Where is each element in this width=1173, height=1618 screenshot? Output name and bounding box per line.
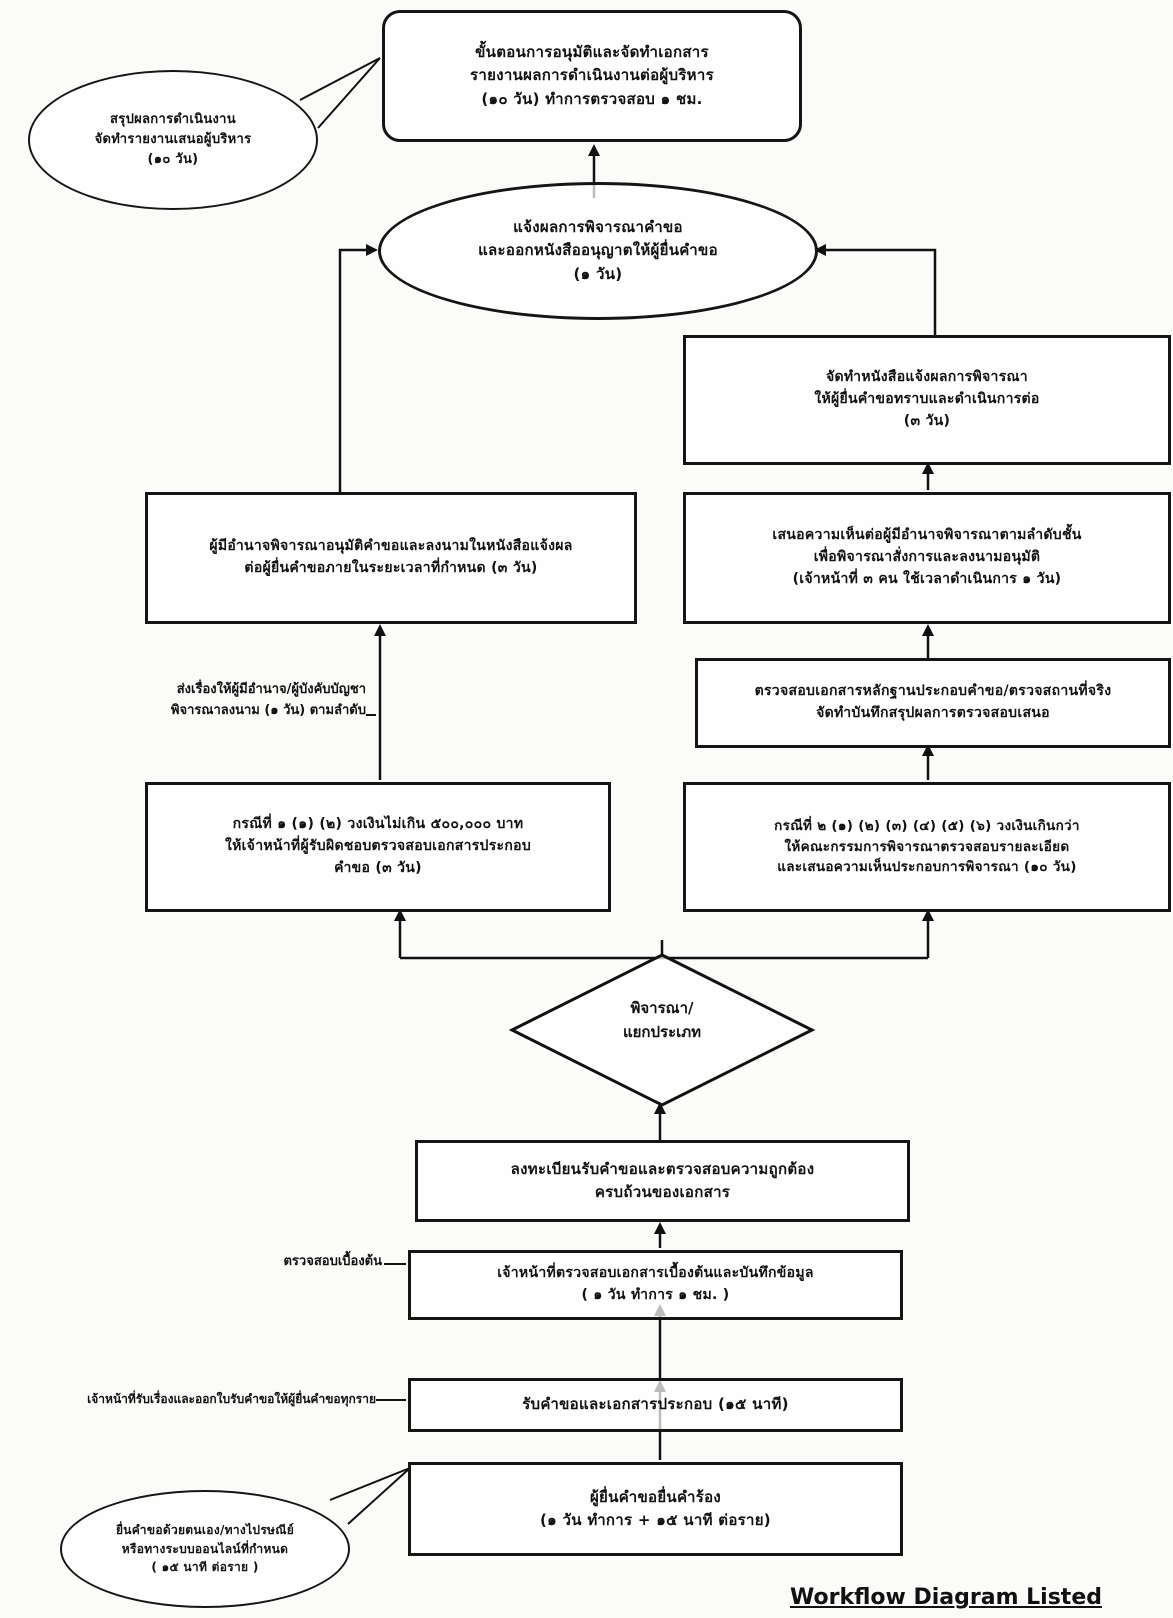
right-to-ellipse (814, 244, 937, 335)
authority-note-line-1: ส่งเรื่องให้ผู้มีอำนาจ/ผู้บังคับบัญชา (176, 682, 366, 697)
summary-callout-line-1: สรุปผลการดำเนินงาน (110, 111, 236, 127)
register-line-1: ลงทะเบียนรับคำขอและตรวจสอบความถูกต้อง (510, 1159, 815, 1178)
opinion-line-2: เพื่อพิจารณาสั่งการและลงนามอนุมัติ (813, 549, 1041, 566)
authority-note-line-2: พิจารณาลงนาม (๑ วัน) ตามลำดับ (170, 702, 366, 718)
case-one-line-3: คำขอ (๓ วัน) (334, 859, 422, 876)
left-to-ellipse (338, 244, 378, 492)
authority-line-1: ผู้มีอำนาจพิจารณาอนุมัติคำขอและลงนามในหน… (209, 538, 573, 555)
check-note: ตรวจสอบเบื้องต้น (250, 1252, 382, 1273)
right-notice-line-2: ให้ผู้ยื่นคำขอทราบและดำเนินการต่อ (814, 391, 1040, 408)
check-line-1: เจ้าหน้าที่ตรวจสอบเอกสารเบื้องต้นและบันท… (497, 1265, 814, 1282)
bottom-bubble-tail (329, 1467, 411, 1525)
start-line-2: (๑ วัน ทำการ + ๑๕ นาที ต่อราย) (540, 1511, 771, 1529)
opinion-proposal-box: เสนอความเห็นต่อผู้มีอำนาจพิจารณาตามลำดับ… (683, 492, 1171, 624)
receive-note: เจ้าหน้าที่รับเรื่องและออกใบรับคำขอให้ผู… (20, 1390, 376, 1409)
opinion-line-3: (เจ้าหน้าที่ ๓ คน ใช้เวลาดำเนินการ ๑ วัน… (792, 570, 1062, 587)
decision-diamond (508, 953, 816, 1107)
start-line-1: ผู้ยื่นคำขอยื่นคำร้อง (589, 1487, 722, 1506)
right-notice-line-3: (๓ วัน) (903, 412, 951, 429)
notify-line-2: และออกหนังสืออนุญาตให้ผู้ยื่นคำขอ (478, 241, 718, 260)
document-inspection-box: ตรวจสอบเอกสารหลักฐานประกอบคำขอ/ตรวจสถานท… (695, 658, 1171, 748)
receive-request-box: รับคำขอและเอกสารประกอบ (๑๕ นาที) (408, 1378, 903, 1432)
summary-callout: สรุปผลการดำเนินงาน จัดทำรายงานเสนอผู้บริ… (28, 70, 318, 210)
notify-line-1: แจ้งผลการพิจารณาคำขอ (513, 218, 683, 237)
top-bubble-tail (299, 57, 381, 129)
right-notice-box: จัดทำหนังสือแจ้งผลการพิจารณา ให้ผู้ยื่นค… (683, 335, 1171, 465)
diagram-title: Workflow Diagram Listed (790, 1585, 1102, 1610)
summary-callout-line-2: จัดทำรายงานเสนอผู้บริหาร (94, 131, 252, 147)
case-two-line-2: ให้คณะกรรมการพิจารณาตรวจสอบรายละเอียด (784, 838, 1070, 855)
case-two-line-1: กรณีที่ ๒ (๑) (๒) (๓) (๔) (๕) (๖) วงเงิน… (774, 817, 1080, 834)
decision-line-1: พิจารณา/ (630, 999, 694, 1017)
inspection-line-2: จัดทำบันทึกสรุปผลการตรวจสอบเสนอ (816, 705, 1050, 721)
case-one-line-1: กรณีที่ ๑ (๑) (๒) วงเงินไม่เกิน ๕๐๐,๐๐๐ … (232, 816, 524, 833)
initial-check-box: เจ้าหน้าที่ตรวจสอบเอกสารเบื้องต้นและบันท… (408, 1250, 903, 1320)
case-one-box: กรณีที่ ๑ (๑) (๒) วงเงินไม่เกิน ๕๐๐,๐๐๐ … (145, 782, 611, 912)
right-notice-line-1: จัดทำหนังสือแจ้งผลการพิจารณา (826, 369, 1028, 386)
channel-line-1: ยื่นคำขอด้วยตนเอง/ทางไปรษณีย์ (115, 1523, 295, 1538)
case-one-line-2: ให้เจ้าหน้าที่ผู้รับผิดชอบตรวจสอบเอกสารป… (224, 838, 532, 855)
approval-report-line-2: รายงานผลการดำเนินงานต่อผู้บริหาร (470, 66, 714, 85)
receive-note-text: เจ้าหน้าที่รับเรื่องและออกใบรับคำขอให้ผู… (87, 1392, 376, 1406)
check-note-text: ตรวจสอบเบื้องต้น (283, 1254, 382, 1269)
channel-line-3: ( ๑๕ นาที ต่อราย ) (151, 1560, 259, 1575)
check-line-2: ( ๑ วัน ทำการ ๑ ชม. ) (581, 1287, 730, 1303)
case-two-line-3: และเสนอความเห็นประกอบการพิจารณา (๑๐ วัน) (777, 859, 1077, 876)
submit-request-box: ผู้ยื่นคำขอยื่นคำร้อง (๑ วัน ทำการ + ๑๕ … (408, 1462, 903, 1556)
approval-report-line-3: (๑๐ วัน) ทำการตรวจสอบ ๑ ชม. (481, 89, 703, 108)
submit-channel-callout: ยื่นคำขอด้วยตนเอง/ทางไปรษณีย์ หรือทางระบ… (60, 1490, 350, 1608)
approval-report-box: ขั้นตอนการอนุมัติและจัดทำเอกสาร รายงานผล… (382, 10, 802, 142)
register-box: ลงทะเบียนรับคำขอและตรวจสอบความถูกต้อง คร… (415, 1140, 910, 1222)
summary-callout-line-3: (๑๐ วัน) (147, 152, 199, 168)
register-line-2: ครบถ้วนของเอกสาร (594, 1183, 731, 1201)
decision-line-2: แยกประเภท (622, 1023, 702, 1041)
opinion-line-1: เสนอความเห็นต่อผู้มีอำนาจพิจารณาตามลำดับ… (772, 527, 1082, 544)
authority-note: ส่งเรื่องให้ผู้มีอำนาจ/ผู้บังคับบัญชา พิ… (82, 680, 366, 722)
receive-line-1: รับคำขอและเอกสารประกอบ (๑๕ นาที) (522, 1395, 789, 1414)
notify-line-3: (๑ วัน) (573, 264, 623, 283)
notify-result-ellipse: แจ้งผลการพิจารณาคำขอ และออกหนังสืออนุญาต… (378, 182, 818, 320)
authority-approval-box: ผู้มีอำนาจพิจารณาอนุมัติคำขอและลงนามในหน… (145, 492, 637, 624)
inspection-line-1: ตรวจสอบเอกสารหลักฐานประกอบคำขอ/ตรวจสถานท… (754, 683, 1112, 700)
channel-line-2: หรือทางระบบออนไลน์ที่กำหนด (121, 1541, 289, 1556)
approval-report-line-1: ขั้นตอนการอนุมัติและจัดทำเอกสาร (475, 43, 709, 62)
case-two-box: กรณีที่ ๒ (๑) (๒) (๓) (๔) (๕) (๖) วงเงิน… (683, 782, 1171, 912)
decision-label: พิจารณา/ แยกประเภท (562, 996, 762, 1044)
authority-line-2: ต่อผู้ยื่นคำขอภายในระยะเวลาที่กำหนด (๓ ว… (244, 560, 538, 576)
